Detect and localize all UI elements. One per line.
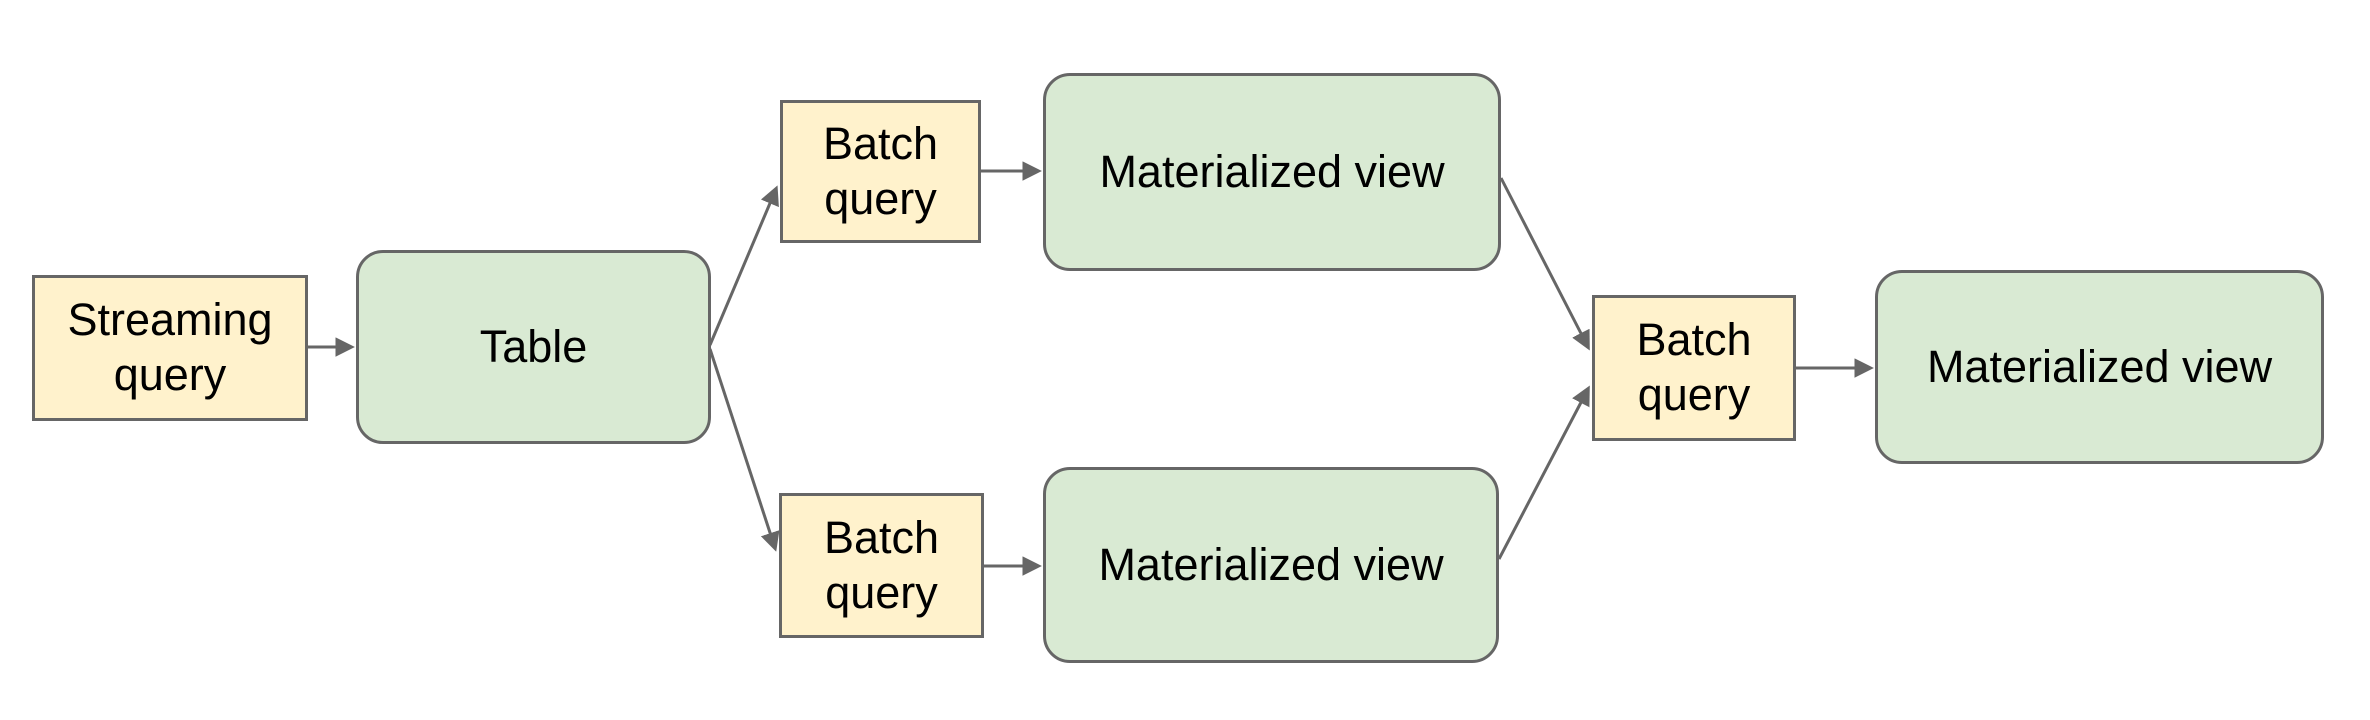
node-batch-query-right: Batch query bbox=[1592, 295, 1796, 441]
node-materialized-view-right: Materialized view bbox=[1875, 270, 2324, 464]
node-batch-query-top-label: Batch query bbox=[822, 117, 939, 224]
node-materialized-view-bottom: Materialized view bbox=[1043, 467, 1499, 663]
node-batch-query-bottom: Batch query bbox=[779, 493, 984, 638]
node-streaming-query-label: Streaming query bbox=[67, 294, 273, 400]
node-streaming-query: Streaming query bbox=[32, 275, 308, 421]
node-materialized-view-bottom-label: Materialized view bbox=[1098, 538, 1444, 590]
edge-materialized-view-top-to-batch-query-right bbox=[1499, 177, 1590, 351]
edge-materialized-view-bottom-to-batch-query-right bbox=[1497, 385, 1590, 560]
node-table: Table bbox=[356, 250, 711, 444]
edge-table-to-batch-query-bottom bbox=[708, 348, 780, 552]
node-materialized-view-right-label: Materialized view bbox=[1926, 340, 2273, 392]
node-batch-query-bottom-label: Batch query bbox=[823, 511, 940, 618]
node-materialized-view-top-label: Materialized view bbox=[1099, 145, 1445, 197]
node-batch-query-top: Batch query bbox=[780, 100, 981, 243]
node-materialized-view-top: Materialized view bbox=[1043, 73, 1501, 271]
edge-table-to-batch-query-top bbox=[708, 185, 779, 346]
node-batch-query-right-label: Batch query bbox=[1636, 314, 1752, 420]
node-table-label: Table bbox=[479, 320, 588, 372]
